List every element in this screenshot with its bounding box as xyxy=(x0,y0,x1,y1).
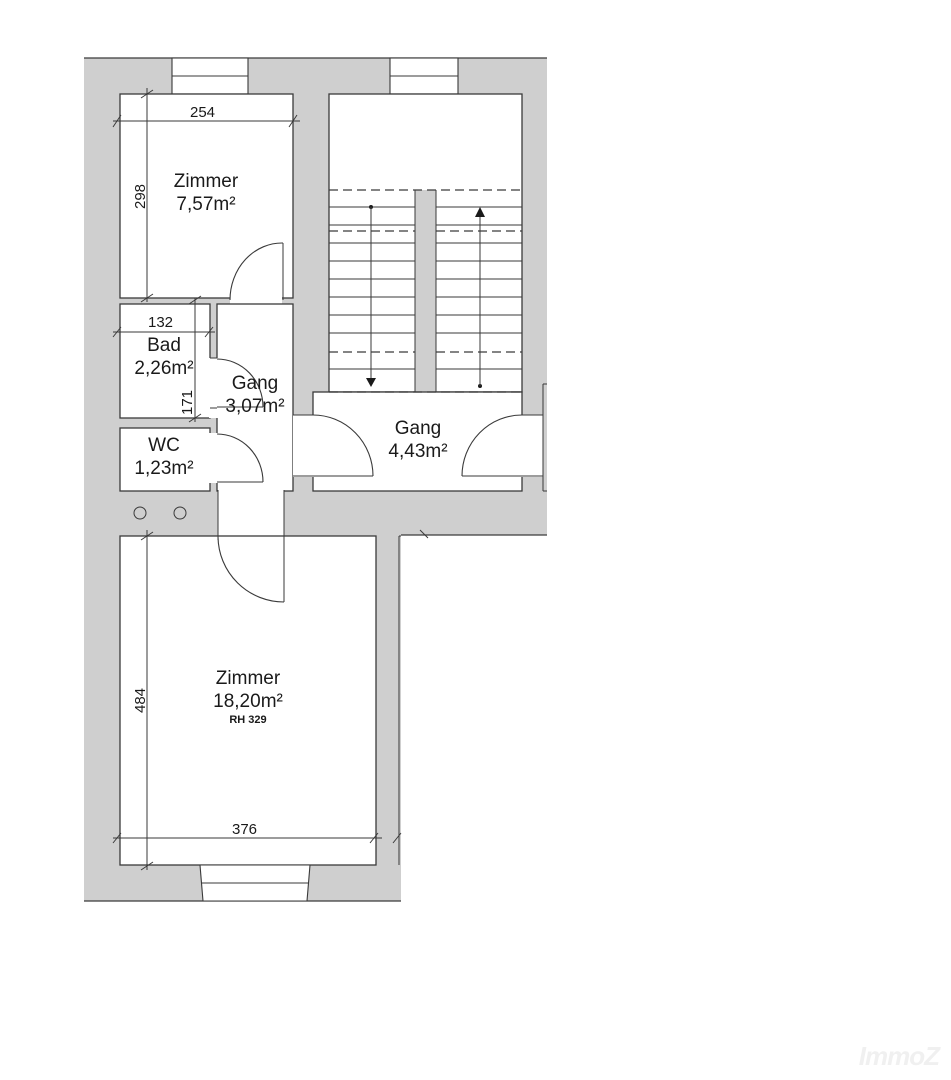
room-name: Zimmer xyxy=(173,171,239,192)
dim-zimmer-large-depth: 484 xyxy=(132,687,150,714)
room-zimmer-small xyxy=(119,93,294,299)
room-label-zimmer-small: Zimmer 7,57m² xyxy=(174,171,238,217)
staircase xyxy=(329,189,522,392)
dim-bad-depth: 171 xyxy=(179,389,197,416)
room-area: 7,57m² xyxy=(176,193,236,215)
window-bottom xyxy=(199,864,311,902)
stair-down-arrow-icon xyxy=(366,205,376,387)
stair-up-arrow-icon xyxy=(475,207,485,388)
room-label-wc: WC 1,23m² xyxy=(134,435,193,481)
watermark-logo: ImmoZ xyxy=(858,1041,940,1071)
room-name: Bad xyxy=(147,335,181,356)
room-area: 2,26m² xyxy=(134,357,194,379)
shaft-circle-1 xyxy=(133,506,147,520)
room-wc xyxy=(119,427,211,492)
room-label-gang-stair: Gang 4,43m² xyxy=(388,418,447,464)
room-label-bad: Bad 2,26m² xyxy=(134,335,193,381)
door-zimmer-large xyxy=(217,536,285,603)
dim-zimmer-small-depth: 298 xyxy=(132,183,150,210)
dim-zimmer-small-width: 254 xyxy=(190,104,216,121)
door-bad xyxy=(209,357,264,418)
door-zimmer-small xyxy=(229,242,284,304)
door-wc xyxy=(209,433,264,483)
room-area: 4,43m² xyxy=(388,440,448,462)
room-label-gang-small: Gang 3,07m² xyxy=(225,373,284,419)
door-gang-small-to-zimmer xyxy=(217,490,285,536)
window-top-left xyxy=(171,57,249,95)
dim-bad-width: 132 xyxy=(148,314,174,331)
door-gang-stair-left xyxy=(293,414,374,477)
shaft-circle-2 xyxy=(173,506,187,520)
room-height-note: RH 329 xyxy=(229,713,267,726)
room-name: Gang xyxy=(394,418,442,439)
dimension-lines xyxy=(112,88,429,871)
dim-zimmer-large-width: 376 xyxy=(232,821,258,838)
room-area: 3,07m² xyxy=(225,395,285,417)
room-area: 18,20m² xyxy=(213,690,283,712)
room-area: 1,23m² xyxy=(134,457,194,479)
door-gang-stair-right xyxy=(461,383,547,492)
window-top-stair xyxy=(389,57,459,95)
room-name: Zimmer xyxy=(215,668,281,689)
room-name: WC xyxy=(148,435,180,456)
room-name: Gang xyxy=(231,373,279,394)
room-label-zimmer-large: Zimmer 18,20m² RH 329 xyxy=(213,668,283,727)
